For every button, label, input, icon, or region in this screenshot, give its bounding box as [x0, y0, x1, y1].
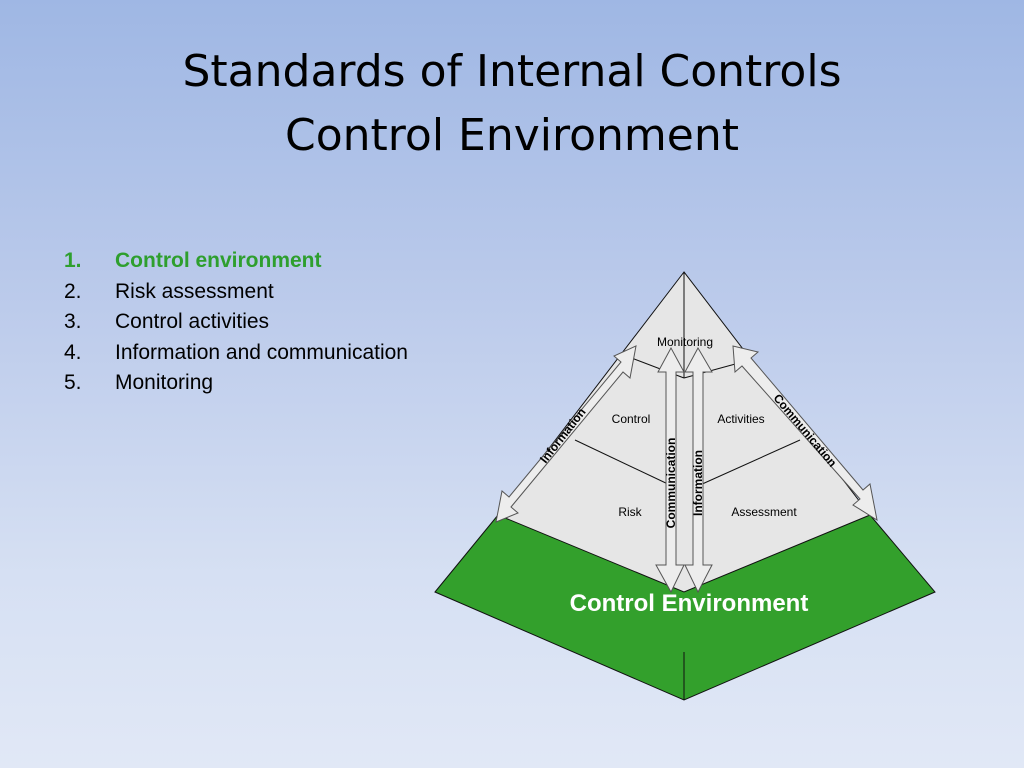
slide-title: Standards of Internal Controls Control E…: [0, 40, 1024, 168]
list-number: 3.: [64, 310, 82, 333]
arrow-communication-right: [732, 345, 878, 522]
label-risk: Risk: [618, 505, 642, 519]
arrow-communication-center: [655, 346, 685, 594]
title-line-1: Standards of Internal Controls: [182, 46, 842, 97]
label-arrow-center-right: Information: [691, 450, 705, 516]
label-activities: Activities: [717, 412, 764, 426]
label-control-environment: Control Environment: [570, 590, 809, 617]
list-item-risk-assessment: 2. Risk assessment: [64, 278, 408, 309]
arrow-information-center: [684, 346, 713, 594]
label-arrow-center-left: Communication: [664, 438, 678, 529]
standards-list: 1.Control environment 2.Risk assessment …: [64, 247, 408, 400]
divider-middle-left: [574, 439, 671, 486]
pyramid-base: [434, 514, 936, 701]
list-number: 4.: [64, 340, 82, 364]
list-item-information-communication: 4. Information and communication: [64, 339, 408, 370]
list-item-control-activities: 3. Control activities: [64, 308, 408, 339]
list-number: 1.: [64, 249, 82, 272]
list-item-monitoring: 5. Monitoring: [64, 369, 408, 400]
label-control: Control: [612, 412, 651, 426]
label-monitoring: Monitoring: [657, 335, 713, 349]
list-item-control-environment: 1. Control environment: [64, 247, 408, 278]
list-number: 2.: [64, 279, 82, 303]
list-label: Control environment: [115, 249, 322, 272]
arrow-information-left: [495, 345, 637, 523]
list-label: Information and communication: [115, 340, 408, 364]
divider-middle-right: [699, 439, 801, 486]
title-line-2: Control Environment: [285, 110, 739, 161]
list-label: Risk assessment: [115, 279, 274, 303]
list-number: 5.: [64, 371, 82, 394]
list-label: Control activities: [115, 310, 270, 333]
list-label: Monitoring: [115, 371, 214, 394]
label-assessment: Assessment: [731, 505, 797, 519]
